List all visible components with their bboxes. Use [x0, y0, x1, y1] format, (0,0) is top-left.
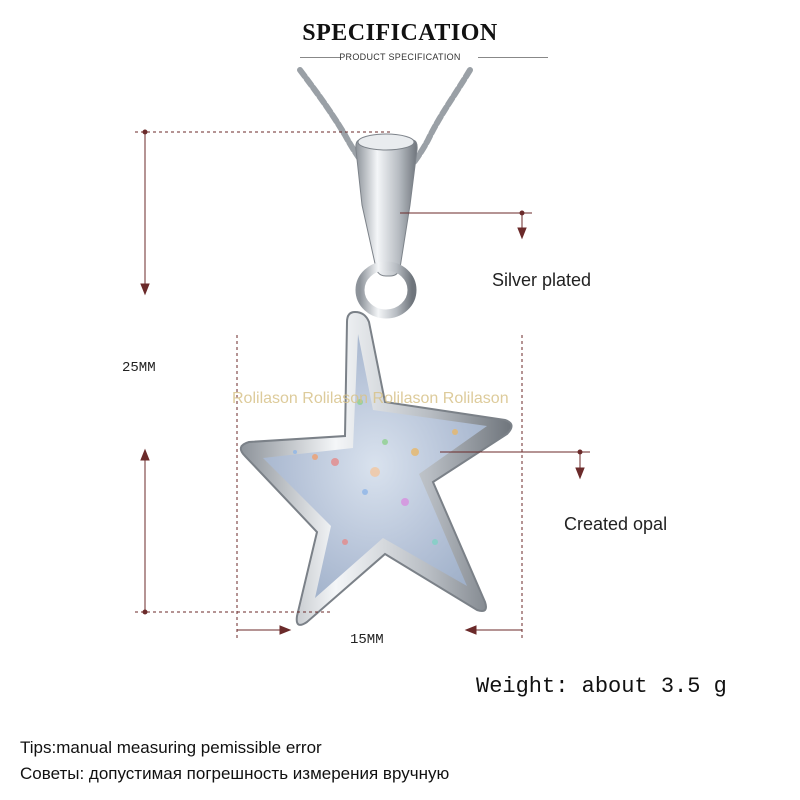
- width-dimension-label: 15MM: [350, 632, 384, 648]
- jump-ring: [355, 261, 417, 319]
- tip-russian: Советы: допустимая погрешность измерения…: [20, 764, 450, 783]
- subtitle-rule-left: [300, 57, 340, 58]
- subtitle-rule-right: [478, 57, 548, 58]
- watermark-text: Rolilason Rolilason Rolilason Rolilason: [232, 390, 509, 407]
- bail-material-label: Silver plated: [492, 270, 592, 290]
- stone-material-label: Created opal: [564, 514, 668, 534]
- starfish: [239, 310, 513, 626]
- page-subtitle: PRODUCT SPECIFICATION: [339, 52, 461, 62]
- weight-label: Weight: about 3.5 g: [476, 674, 727, 699]
- page-title: SPECIFICATION: [302, 20, 498, 46]
- height-dimension-label: 25MM: [122, 360, 156, 376]
- dimension-lines: [135, 129, 590, 640]
- tip-english: Tips:manual measuring pemissible error: [20, 738, 322, 757]
- bail: [355, 133, 418, 277]
